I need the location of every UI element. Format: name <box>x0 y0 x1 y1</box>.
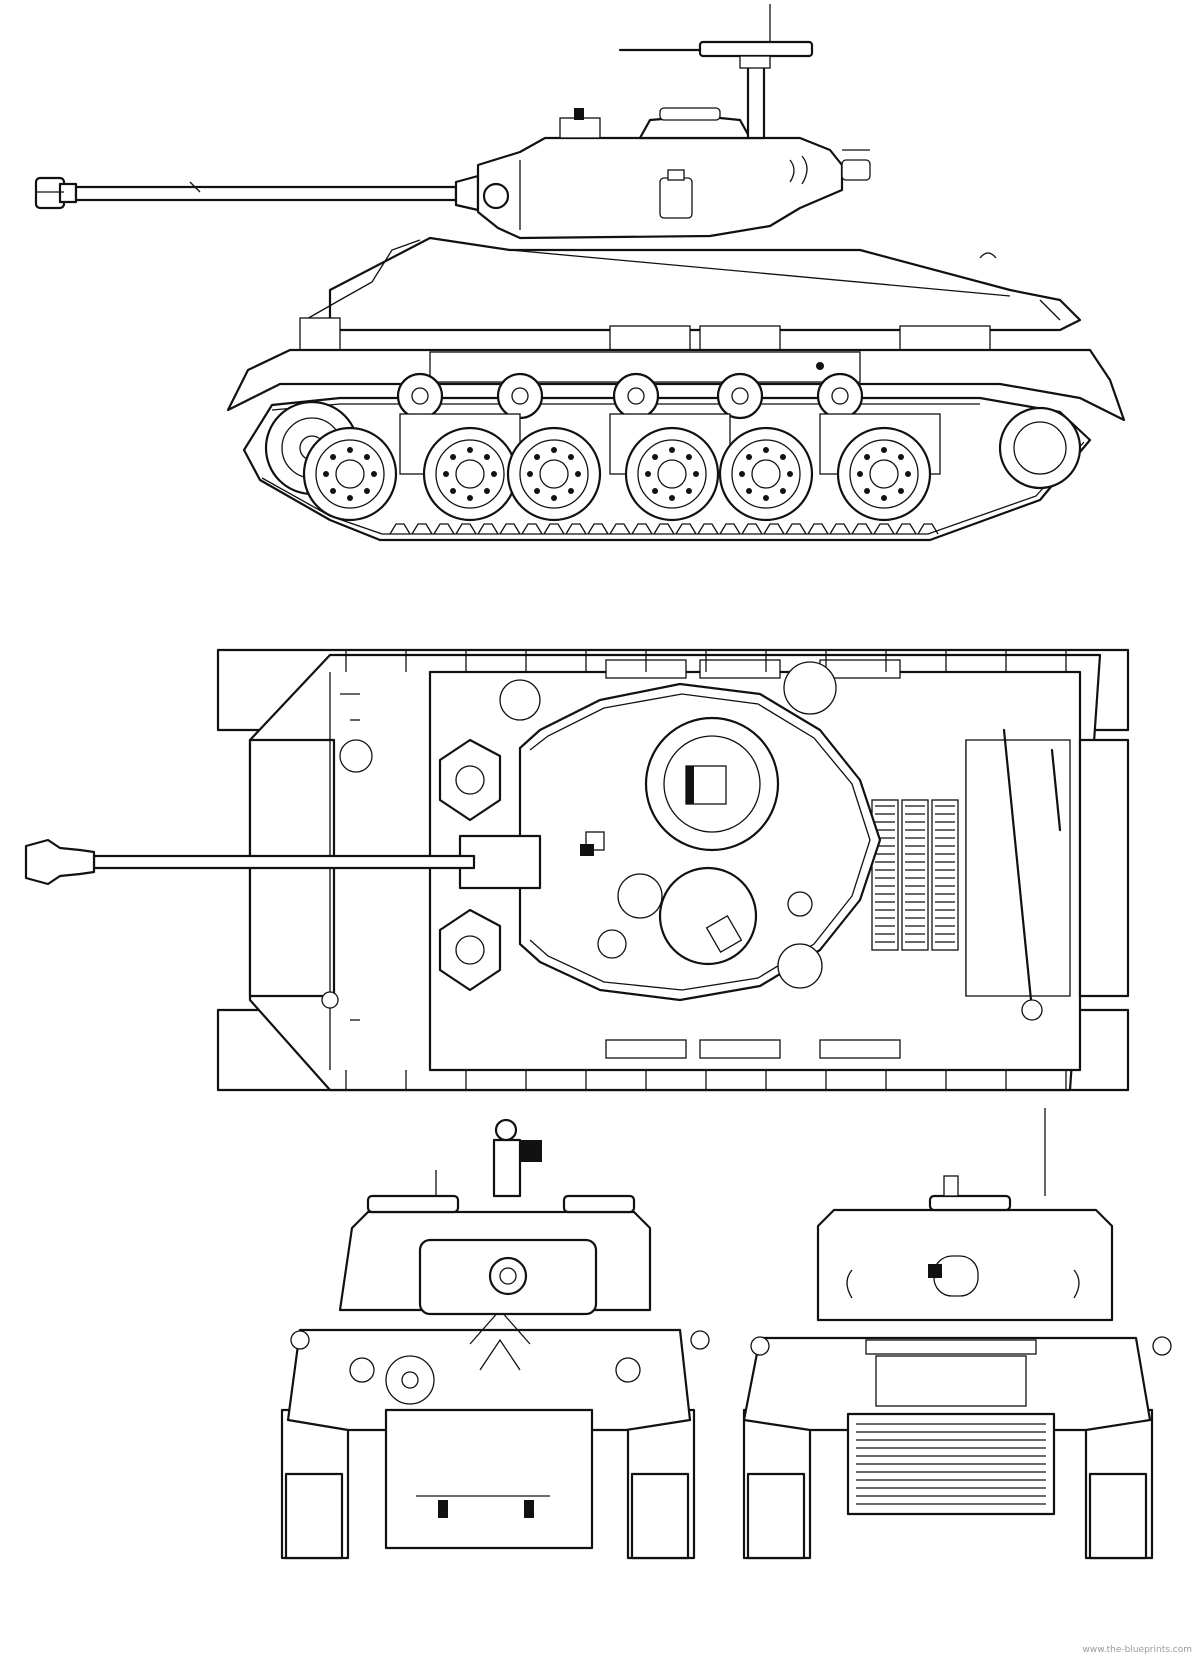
top-fender-stowage <box>345 650 1067 1090</box>
return-roller <box>496 372 544 420</box>
front-cupola <box>366 1194 460 1214</box>
track-link <box>697 523 719 535</box>
top-pioneer-tools <box>1002 728 1062 1021</box>
track-link <box>719 523 741 535</box>
rear-turret-handles <box>846 1269 1080 1299</box>
top-muzzle-brake <box>24 838 96 886</box>
track-link <box>411 523 433 535</box>
track-link <box>741 523 763 535</box>
return-roller <box>816 372 864 420</box>
track-link <box>631 523 653 535</box>
front-bow-mg <box>401 1371 419 1389</box>
side-main-gun <box>34 174 480 212</box>
front-differential-housing <box>384 1408 594 1550</box>
front-right-track-lower <box>630 1472 690 1560</box>
watermark-text: www.the-blueprints.com <box>1082 1645 1192 1655</box>
road-wheel <box>836 426 932 522</box>
road-wheel <box>302 426 398 522</box>
rear-right-track-lower <box>1088 1472 1148 1560</box>
top-plan-view <box>24 648 1130 1092</box>
rear-engine-doors <box>875 1355 1027 1407</box>
top-driver-hatches <box>438 679 541 992</box>
side-track-links <box>389 523 939 535</box>
front-mg <box>494 1118 518 1142</box>
road-wheel <box>624 426 720 522</box>
top-vent <box>597 929 627 959</box>
side-turret <box>476 4 871 240</box>
rear-right-light <box>1152 1336 1172 1356</box>
track-link <box>455 523 477 535</box>
track-link <box>895 523 917 535</box>
side-return-rollers <box>396 372 864 420</box>
side-hull <box>299 236 1082 355</box>
track-link <box>653 523 675 535</box>
front-left-siren <box>290 1330 310 1350</box>
track-link <box>587 523 609 535</box>
front-left-track-lower <box>284 1472 344 1560</box>
top-loader-hatch <box>658 866 813 966</box>
front-mg-box <box>520 1140 542 1162</box>
rear-grille-lines <box>856 1423 1046 1505</box>
front-left-headlight <box>349 1357 375 1383</box>
track-link <box>851 523 873 535</box>
top-periscope <box>617 873 663 919</box>
track-link <box>829 523 851 535</box>
track-link <box>565 523 587 535</box>
front-tow-eye-right <box>524 1500 534 1518</box>
return-roller <box>396 372 444 420</box>
fender-box <box>819 1039 901 1059</box>
front-right-siren <box>690 1330 710 1350</box>
front-gun-bore <box>499 1267 517 1285</box>
road-wheel <box>506 426 602 522</box>
return-roller <box>716 372 764 420</box>
fender-box <box>699 659 781 679</box>
fender-box <box>699 1039 781 1059</box>
rear-elevation-view <box>742 1108 1172 1560</box>
side-elevation-view <box>34 4 1126 542</box>
top-engine-grille <box>871 799 959 951</box>
track-link <box>521 523 543 535</box>
track-link <box>873 523 895 535</box>
front-mg-mount <box>492 1138 522 1198</box>
top-rear-ventilator <box>777 943 823 989</box>
track-link <box>785 523 807 535</box>
road-wheel <box>718 426 814 522</box>
track-link <box>433 523 455 535</box>
track-link <box>609 523 631 535</box>
side-road-wheels <box>302 426 932 522</box>
rear-mg-mount <box>943 1175 959 1197</box>
return-roller <box>612 372 660 420</box>
road-wheel <box>422 426 518 522</box>
rear-left-light <box>750 1336 770 1356</box>
front-hull-glacis <box>286 1328 692 1432</box>
rear-louver-strip <box>865 1339 1037 1355</box>
top-ventilator <box>783 661 837 715</box>
track-link <box>675 523 697 535</box>
rear-cupola <box>928 1194 1012 1212</box>
side-idler <box>998 406 1082 490</box>
top-sight-dark <box>580 844 594 856</box>
front-right-headlight <box>615 1357 641 1383</box>
rear-turret-box <box>928 1264 942 1278</box>
track-link <box>477 523 499 535</box>
rear-left-track-lower <box>746 1472 806 1560</box>
front-elevation-view <box>280 1118 710 1560</box>
top-main-gun <box>92 854 476 870</box>
top-commander-cupola <box>644 716 780 852</box>
top-bow-details <box>321 693 373 1021</box>
track-link <box>499 523 521 535</box>
front-tow-eye-left <box>438 1500 448 1518</box>
top-rear-plate <box>1078 738 1130 998</box>
track-link <box>807 523 829 535</box>
front-loader-hatch <box>562 1194 636 1214</box>
track-link <box>763 523 785 535</box>
track-link <box>389 523 411 535</box>
track-link <box>917 523 939 535</box>
fender-box <box>605 1039 687 1059</box>
track-link <box>543 523 565 535</box>
